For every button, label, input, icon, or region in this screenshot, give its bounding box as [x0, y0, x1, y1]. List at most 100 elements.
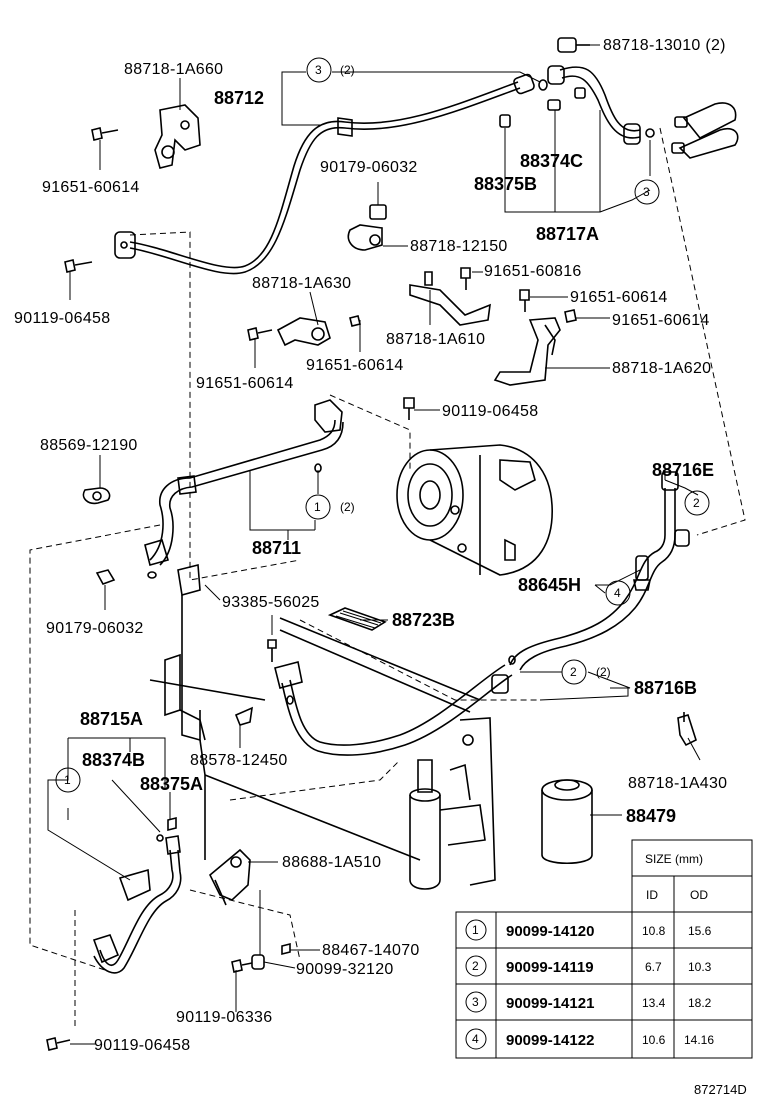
label-88715A: 88715A: [80, 709, 143, 729]
label-88467-14070: 88467-14070: [322, 942, 420, 959]
table-row: 1 90099-14120 10.8 15.6: [465, 919, 712, 941]
table-col-od: OD: [690, 888, 708, 902]
table-row: 3 90099-14121 13.4 18.2: [465, 991, 712, 1013]
row-number: 1: [472, 923, 479, 937]
row-id: 6.7: [645, 960, 662, 974]
callout-qty: (2): [340, 500, 355, 514]
compressor: [396, 444, 553, 576]
label-88718-1A630: 88718-1A630: [252, 275, 351, 292]
pipe-88717A: [547, 65, 739, 159]
label-91651-60614: 91651-60614: [196, 375, 294, 392]
label-90119-06458: 90119-06458: [94, 1037, 190, 1054]
label-88374C: 88374C: [520, 151, 583, 171]
callout-circle-1-left: [55, 767, 81, 793]
label-88717A: 88717A: [536, 224, 599, 244]
row-id: 13.4: [642, 996, 666, 1010]
label-88479: 88479: [626, 806, 676, 826]
nut-90179-06032-lower: [95, 569, 116, 585]
clip-88569-12190: [82, 487, 111, 505]
label-90179-06032: 90179-06032: [320, 159, 418, 176]
label-88716B: 88716B: [634, 678, 697, 698]
row-od: 15.6: [688, 924, 712, 938]
condenser: [149, 563, 496, 886]
label-88569-12190: 88569-12190: [40, 437, 138, 454]
label-91651-60614: 91651-60614: [570, 289, 668, 306]
callout-circle-4: [605, 580, 631, 606]
callout-number: 3: [315, 63, 322, 77]
callout-number: 1: [64, 773, 71, 787]
clamp-88718-12150: [347, 204, 387, 251]
table-title: SIZE (mm): [645, 852, 703, 866]
bracket-88718-1A610: [409, 271, 491, 326]
callout-number: 2: [693, 496, 700, 510]
row-part: 90099-14120: [506, 923, 594, 940]
part-labels: 88718-13010 (2) 88718-1A660 88712 91651-…: [14, 37, 727, 1054]
callout-number: 3: [643, 185, 650, 199]
callout-circle-2-lower: [561, 659, 587, 685]
label-88375B: 88375B: [474, 174, 537, 194]
label-88718-1A610: 88718-1A610: [386, 331, 485, 348]
label-88718-1A620: 88718-1A620: [612, 360, 711, 377]
label-88718-13010: 88718-13010 (2): [603, 37, 726, 54]
valve-88645H: [633, 555, 651, 591]
label-88688-1A510: 88688-1A510: [282, 854, 381, 871]
callout-number: 1: [314, 500, 321, 514]
callout-circle-2-right: [684, 490, 710, 516]
row-part: 90099-14121: [506, 995, 594, 1012]
callout-circle-1-middle: [305, 494, 331, 520]
label-plate-88723B: [327, 607, 387, 631]
label-88374B: 88374B: [82, 750, 145, 770]
label-88375A: 88375A: [140, 774, 203, 794]
row-od: 18.2: [688, 996, 712, 1010]
label-91651-60614: 91651-60614: [306, 357, 404, 374]
callout-circles: 3 (2) 3 1 (2) 2 4 2 (2) 1: [55, 57, 710, 793]
row-number: 3: [472, 995, 479, 1009]
table-body: [455, 911, 753, 1059]
bracket-88688-1A510: [209, 848, 251, 906]
label-91651-60614: 91651-60614: [612, 312, 710, 329]
pipe-88716: [274, 471, 690, 756]
row-od: 14.16: [684, 1033, 714, 1047]
pipe-88715A: [92, 816, 182, 974]
callout-circle-3-right: [634, 179, 660, 205]
row-number: 2: [472, 959, 479, 973]
label-93385-56025: 93385-56025: [222, 594, 320, 611]
table-row: 4 90099-14122 10.6 14.16: [465, 1028, 714, 1050]
label-88718-1A660: 88718-1A660: [124, 61, 223, 78]
row-part: 90099-14122: [506, 1032, 594, 1049]
leader-lines: [47, 44, 701, 1045]
pipe-88712: [114, 73, 535, 275]
label-88578-12450: 88578-12450: [190, 752, 288, 769]
row-id: 10.8: [642, 924, 666, 938]
size-table: SIZE (mm) ID OD 1 90099-14120 10.8 15.6 …: [455, 839, 753, 1059]
table-col-id: ID: [646, 888, 658, 902]
callout-number: 4: [614, 586, 621, 600]
label-88712: 88712: [214, 88, 264, 108]
label-88716E: 88716E: [652, 460, 714, 480]
receiver-dryer: [409, 734, 486, 890]
clamp-88718-1A630: [276, 317, 331, 347]
pipe-88711: [144, 399, 344, 579]
callout-number: 2: [570, 665, 577, 679]
row-id: 10.6: [642, 1033, 666, 1047]
label-88711: 88711: [252, 538, 301, 558]
label-88718-12150: 88718-12150: [410, 238, 508, 255]
row-number: 4: [472, 1032, 479, 1046]
label-88718-1A430: 88718-1A430: [628, 775, 727, 792]
table-row: 2 90099-14119 6.7 10.3: [465, 955, 712, 977]
row-od: 10.3: [688, 960, 712, 974]
row-part: 90099-14119: [506, 959, 594, 976]
callout-circle-3-top: [306, 57, 332, 83]
bracket-88718-1A620: [493, 317, 561, 386]
label-90119-06458: 90119-06458: [442, 403, 538, 420]
label-90099-32120: 90099-32120: [296, 961, 394, 978]
bracket-88718-1A660: [154, 104, 201, 169]
clamp-88718-1A430: [677, 712, 697, 747]
diagram-reference-code: 872714D: [694, 1082, 747, 1097]
callout-qty: (2): [596, 665, 611, 679]
label-91651-60614: 91651-60614: [42, 179, 140, 196]
label-88723B: 88723B: [392, 610, 455, 630]
refrigerant-can: [541, 779, 593, 864]
label-91651-60816: 91651-60816: [484, 263, 582, 280]
